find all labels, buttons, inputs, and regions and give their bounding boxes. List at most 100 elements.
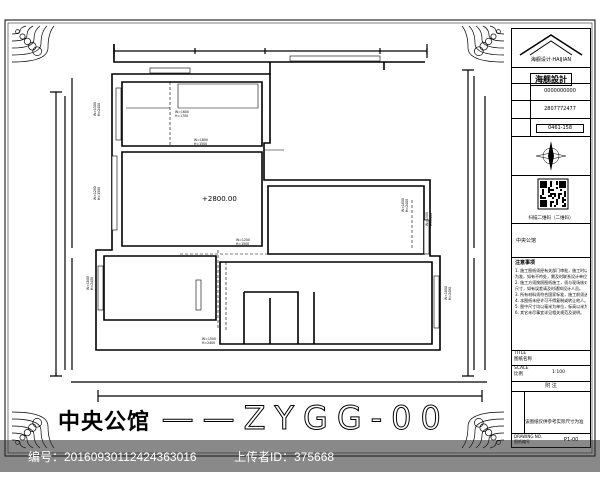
title-block-row: 0461-158 [512,119,590,137]
logo-roof-icon [519,34,583,56]
remarks-header: 附 注 [512,381,590,392]
window-dimension-label: H=2400 [405,199,409,212]
ornament-curl [15,29,20,34]
ornament-swirl [11,25,41,49]
window-dimension-label: W=1200 [236,238,250,242]
project-name-cell: 中央公馆 [512,223,590,258]
ornament-swirl [468,25,505,56]
window-dimension-label: H=2400 [90,277,94,290]
drawing-no-label: DRAWING NO. [514,434,542,439]
ornament-curl [490,33,497,40]
ornament-swirl [475,25,505,49]
sheet-frame [4,19,596,457]
ornament-curl [474,46,484,56]
ornament-curl [28,423,37,432]
company-name-text: 海舰設計 [530,73,572,86]
compass-icon [535,141,567,171]
row-value: 0000000000 [544,88,576,94]
row-label [512,83,531,100]
title-block-row: 2807772477 [512,101,590,119]
qr-code-icon [537,178,569,210]
ornament-curl [474,418,484,428]
scale-cell: SCALE 比例 1:100 [512,365,590,382]
company-name: 海舰設計 [512,67,590,86]
remarks-cell: 该图纸仅供参考实际尺寸为准 [512,391,590,434]
logo-text: 海舰设计·HAIJIAN [530,57,572,63]
row-label [512,119,531,136]
ornament-swirl [489,25,505,35]
ornament-swirl [11,25,34,42]
scale-value: 1:100 [552,370,565,375]
notes-list: 1. 施工图纸须经有关部门审批，施工时以图纸为准，如有不符处，需及时联系设计单位… [515,268,587,316]
window-dimension-label: W=1600 [175,110,189,114]
ornament-curl [479,42,488,51]
watermark-id: 编号：20160930112424363016 [28,450,197,464]
window-dimension-label: W=1800 [86,276,90,290]
floor-plan-walls [95,44,441,351]
ornament-swirl [11,25,48,56]
note-line: 6. 其它未尽事宜详见相关规范及说明。 [515,310,585,315]
ornament-curl [485,37,493,45]
remark-text: 该图纸仅供参考实际尺寸为准 [525,420,584,425]
interior-detail-lines [126,82,413,330]
ceiling-height-mark: +2800.00 [202,195,237,203]
ornament-swirl [461,25,505,63]
dimension-annotations: W=1600H=1700W=1800H=1500W=1200H=1500W=15… [86,102,452,345]
ornament-curl [32,46,42,56]
note-line: 尺寸，如有误差请及时通知设计人员。 [515,286,583,291]
title-block: 海舰设计·HAIJIAN 海舰設計 0000000000 2807772477 04… [511,28,591,448]
window-dimension-label: W=1500 [93,102,97,116]
window-dimension-label: H=2400 [429,213,433,226]
dimension-lines [50,44,487,402]
scale-label: SCALE [514,366,529,371]
project-title: 中央公馆 [58,410,151,435]
title-block-row: 0000000000 [512,83,590,101]
seal-box [512,137,590,176]
note-line: 5. 图中尺寸均以毫米为单位，标高以米为单位。 [515,304,587,309]
ornament-curl [32,418,42,428]
project-name: 中央公馆 [516,238,537,244]
note-line: 4. 本图纸未经许可不得复制或转让他人。 [515,298,587,303]
ornament-curl [23,37,31,45]
row-value: 2807772477 [544,106,576,112]
drawing-title: 中央公馆 ——ZYGG-00 [58,398,478,438]
title-label: TITLE [514,351,527,356]
ornament-curl [23,429,31,437]
window-dimension-label: W=1500 [425,212,429,226]
ornament-swirl [482,25,505,42]
window-dimension-label: W=1800 [401,198,405,212]
note-line: 1. 施工图纸须经有关部门审批，施工时以图纸 [515,268,587,273]
scale-sub: 比例 [514,372,523,377]
drawing-code: ——ZYGG-00 [161,399,450,438]
title-cell: TITLE 图纸名称 [512,351,590,366]
window-dimension-label: H=1500 [236,242,249,246]
ornament-curl [19,33,26,40]
window-dimension-label: H=1700 [175,114,188,118]
ornament-curl [485,429,493,437]
ornament-curl [479,423,488,432]
window-dimension-label: H=1500 [194,142,207,146]
window-dimension-label: W=1800 [444,286,448,300]
window-dimension-label: H=2400 [448,287,452,300]
ornament-swirl [11,25,27,35]
notes-block: 注意事项 1. 施工图纸须经有关部门审批，施工时以图纸为准，如有不符处，需及时联… [512,257,590,351]
company-logo: 海舰设计·HAIJIAN [512,29,590,68]
qr-caption: 扫描二维码（二维码） [528,216,574,221]
ornament-curl [28,42,37,51]
watermark-bar: 编号：20160930112424363016 上传者ID：375668 [0,440,600,472]
ornament-swirl [11,25,55,63]
row-value: 0461-158 [536,124,584,133]
title-sub: 图纸名称 [514,357,532,362]
window-dimension-label: H=2400 [202,341,215,345]
window-dimension-label: H=1500 [97,187,101,200]
ornament-curl [496,29,501,34]
window-dimension-label: H=2400 [97,103,101,116]
window-dimension-label: W=1500 [202,337,216,341]
note-line: 3. 所有材料须符合国家标准，施工前须送样确认。 [515,292,587,297]
row-label [512,101,531,118]
watermark-uploader: 上传者ID：375668 [234,450,335,464]
window-dimension-label: W=1200 [93,186,97,200]
window-openings [97,55,440,329]
qr-block: 扫描二维码（二维码） [512,175,590,224]
